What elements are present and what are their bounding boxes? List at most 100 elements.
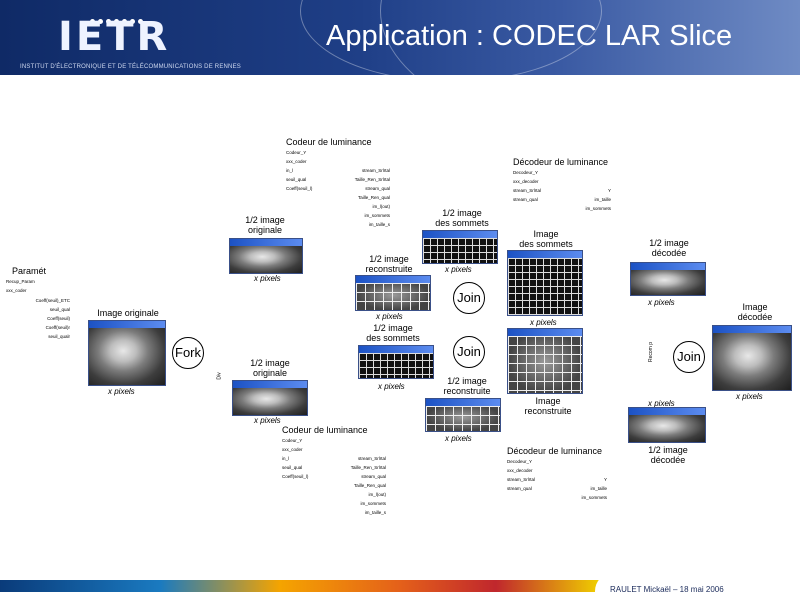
footer-author: RAULET Mickaël – 18 mai 2006	[610, 585, 724, 594]
coder-port-row: im_taille_s	[364, 510, 386, 515]
image-decoded-caption: x pixels	[736, 392, 763, 401]
join-node-1[interactable]: Join	[453, 282, 485, 314]
reconstructed-image	[426, 406, 500, 431]
coder-port-row: im_taille_s	[368, 222, 390, 227]
decoder-bottom-line: xxx_decoder	[507, 468, 533, 473]
logo-dots	[90, 11, 146, 29]
half-dec-bottom-label: 1/2 image décodée	[632, 445, 704, 465]
decoder-top-title: Décodeur de luminance	[513, 157, 609, 167]
param-port: seuil_qualr	[48, 334, 70, 339]
half-orig-top-label1: 1/2 image	[245, 215, 285, 225]
half-recon-bottom-node[interactable]	[425, 398, 501, 432]
coder-port-row: im_l(out)	[368, 492, 386, 497]
image-decoded-node[interactable]	[712, 325, 792, 391]
coder-top-line: xxx_coder	[286, 159, 307, 164]
param-port: Coeff(seuil)r	[45, 325, 70, 330]
coder-bottom-title: Codeur de luminance	[282, 425, 368, 435]
window-titlebar	[423, 231, 497, 238]
coder-bottom-line: Codeur_Y	[282, 438, 303, 443]
coder-top-block[interactable]: Codeur de luminance Codeur_Y xxx_coder i…	[286, 136, 390, 229]
coder-bottom-block[interactable]: Codeur de luminance Codeur_Y xxx_coder i…	[282, 424, 386, 517]
half-dec-top-node[interactable]	[630, 262, 706, 296]
image-originale-caption: x pixels	[108, 387, 135, 396]
half-vert-bottom-node[interactable]	[358, 345, 434, 379]
decoder-bottom-line: Decodeur_Y	[507, 459, 533, 464]
param-port: Coeff(seuil)	[47, 316, 70, 321]
logo: IETR	[58, 14, 171, 60]
window-titlebar	[359, 346, 433, 353]
half-orig-top-label: 1/2 image originale	[230, 215, 300, 235]
half-orig-top-label2: originale	[247, 225, 283, 235]
face-image	[233, 388, 307, 415]
image-recon-node[interactable]	[507, 328, 583, 394]
param-port: Coeff(seuil)_ETC	[35, 298, 70, 303]
param-port: seuil_qual	[49, 307, 70, 312]
half-dec-top-label2: décodée	[651, 248, 687, 258]
image-originale-node[interactable]	[88, 320, 166, 386]
vertices-image	[508, 258, 582, 315]
image-originale-label: Image originale	[97, 308, 159, 318]
logo-subtitle: INSTITUT D'ÉLECTRONIQUE ET DE TÉLÉCOMMUN…	[20, 64, 241, 70]
reconstructed-image	[356, 283, 430, 310]
decoder-port-row: im_sommets	[585, 206, 611, 211]
image-vertices-caption: x pixels	[530, 318, 557, 327]
face-image	[230, 246, 302, 273]
image-vertices-node[interactable]	[507, 250, 583, 316]
coder-port-row: im_l(out)	[372, 204, 390, 209]
coder-port-row: im_sommets	[360, 501, 386, 506]
half-recon-top-node[interactable]	[355, 275, 431, 311]
decoder-port-row: im_sommets	[581, 495, 607, 500]
half-vert-bottom-caption: x pixels	[378, 382, 405, 391]
decoder-top-line: Decodeur_Y	[513, 170, 539, 175]
join-node-3[interactable]: Join	[673, 341, 705, 373]
half-recon-top-label: 1/2 image reconstruite	[352, 254, 426, 274]
fork-node[interactable]: Fork	[172, 337, 204, 369]
header-banner: IETR INSTITUT D'ÉLECTRONIQUE ET DE TÉLÉC…	[0, 0, 800, 75]
image-decoded-label2: décodée	[737, 312, 773, 322]
window-titlebar	[230, 239, 302, 246]
coder-port-row: Taille_Ren_qual	[357, 195, 390, 200]
half-dec-top-label1: 1/2 image	[649, 238, 689, 248]
coder-bottom-line: xxx_coder	[282, 447, 303, 452]
window-titlebar	[508, 251, 582, 258]
half-orig-top-caption: x pixels	[254, 274, 281, 283]
half-recon-top-label2: reconstruite	[365, 264, 413, 274]
half-orig-top-node[interactable]	[229, 238, 303, 274]
footer-tab	[595, 573, 800, 600]
half-recon-bottom-label: 1/2 image reconstruite	[430, 376, 504, 396]
window-titlebar	[629, 408, 705, 415]
coder-port-row: Coeff(seuil_l)stream_qual	[286, 186, 390, 191]
half-orig-bottom-label: 1/2 image originale	[235, 358, 305, 378]
image-recon-label1: Image	[535, 396, 561, 406]
half-vert-bottom-label1: 1/2 image	[373, 323, 413, 333]
div-label: Div	[216, 372, 223, 380]
half-recon-bottom-label2: reconstruite	[443, 386, 491, 396]
decoder-top-line: xxx_decoder	[513, 179, 539, 184]
window-titlebar	[356, 276, 430, 283]
half-vert-top-node[interactable]	[422, 230, 498, 264]
half-dec-bottom-label2: décodée	[650, 455, 686, 465]
half-dec-top-label: 1/2 image décodée	[633, 238, 705, 258]
half-recon-top-caption: x pixels	[376, 312, 403, 321]
vertices-image	[423, 238, 497, 263]
half-dec-bottom-node[interactable]	[628, 407, 706, 443]
param-block[interactable]: Paramét Recup_Param xxx_coder	[6, 265, 76, 295]
decoder-bottom-block[interactable]: Décodeur de luminance Decodeur_Y xxx_dec…	[507, 445, 607, 502]
recomp-label: Recom p	[648, 341, 654, 362]
param-title: Paramét	[12, 266, 47, 276]
half-vert-top-label1: 1/2 image	[442, 208, 482, 218]
half-dec-top-caption: x pixels	[648, 298, 675, 307]
image-decoded-label1: Image	[742, 302, 768, 312]
join-node-2[interactable]: Join	[453, 336, 485, 368]
half-vert-top-label2: des sommets	[435, 218, 489, 228]
half-orig-bottom-node[interactable]	[232, 380, 308, 416]
decoder-bottom-title: Décodeur de luminance	[507, 446, 603, 456]
decoder-top-block[interactable]: Décodeur de luminance Decodeur_Y xxx_dec…	[513, 156, 611, 213]
param-line: xxx_coder	[6, 288, 27, 293]
